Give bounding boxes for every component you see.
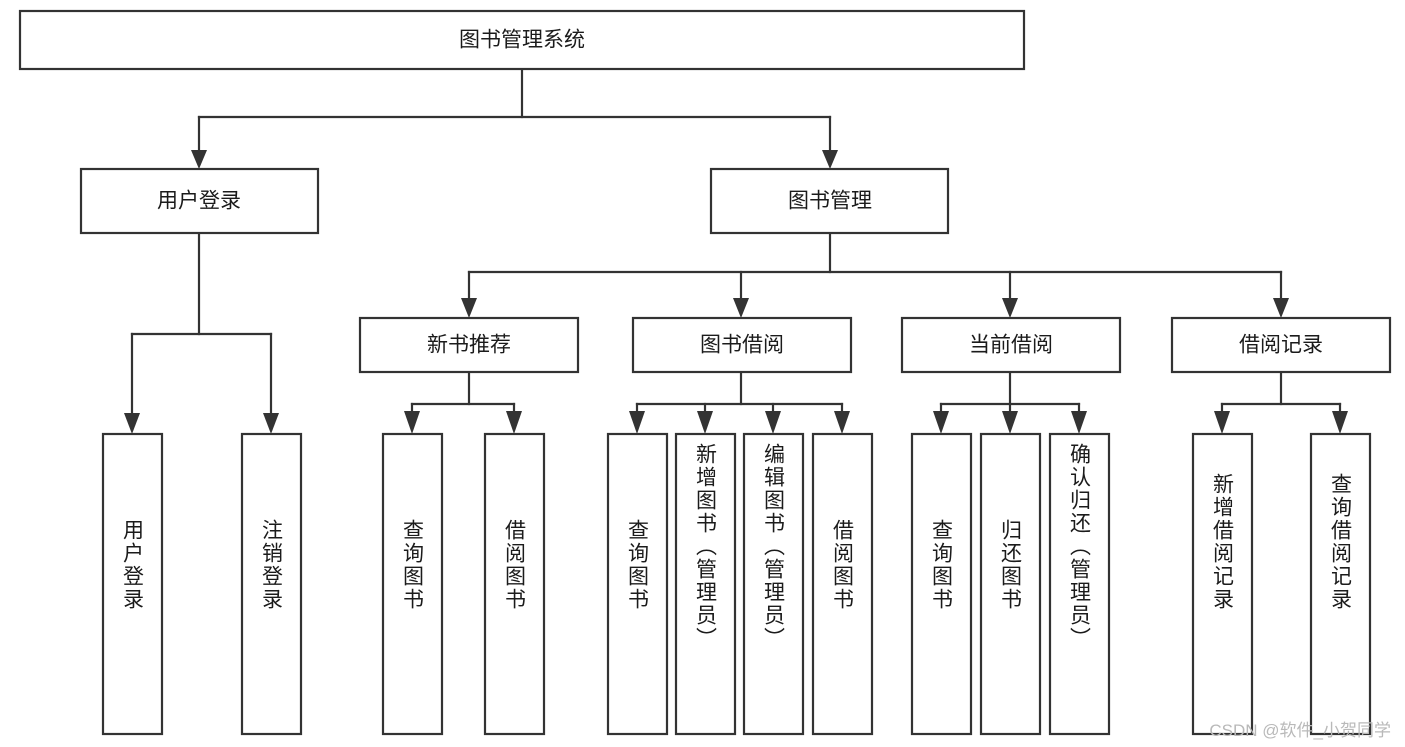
node-user-login[interactable] [79, 167, 320, 235]
node-leaf-borrow-book-a[interactable] [483, 432, 546, 736]
arrow-head-leaf3 [506, 411, 522, 434]
arrow-head-leaf10 [1071, 411, 1087, 434]
node-book-borrow-label: 图书借阅 [700, 334, 784, 357]
arrow-head-leaf5 [697, 411, 713, 434]
node-book-management[interactable] [709, 167, 950, 235]
csdn-watermark: CSDN @软件_小贺同学 [1209, 721, 1391, 740]
node-current-borrow[interactable] [900, 316, 1122, 374]
arrow-head-leaf2 [404, 411, 420, 434]
node-root-label: 图书管理系统 [459, 29, 585, 52]
arrow-head-user-login [191, 150, 207, 169]
node-leaf-return-book[interactable] [979, 432, 1042, 736]
arrow-head-leaf6 [765, 411, 781, 434]
arrow-head-leaf0 [124, 413, 140, 434]
node-layer: 图书管理系统 用户登录 图书管理 新书推荐 图书借阅 当前借阅 借阅记录 [18, 9, 1392, 736]
node-leaf-logout[interactable] [240, 432, 303, 736]
arrow-head-leaf12 [1332, 411, 1348, 434]
arrow-head-leaf11 [1214, 411, 1230, 434]
node-leaf-edit-book[interactable] [742, 432, 805, 736]
node-book-borrow[interactable] [631, 316, 853, 374]
node-leaf-borrow-book-b[interactable] [811, 432, 874, 736]
arrow-head-leaf9 [1002, 411, 1018, 434]
node-leaf-add-book[interactable] [674, 432, 737, 736]
node-book-management-label: 图书管理 [788, 190, 872, 213]
node-leaf-user-login[interactable] [101, 432, 164, 736]
node-leaf-confirm-return[interactable] [1048, 432, 1111, 736]
arrow-head-l2-2 [1002, 298, 1018, 318]
arrow-head-leaf1 [263, 413, 279, 434]
node-leaf-query-book-a[interactable] [381, 432, 444, 736]
node-new-book-recommend-label: 新书推荐 [427, 334, 511, 357]
node-root[interactable] [18, 9, 1026, 71]
arrow-head-l2-0 [461, 298, 477, 318]
node-leaf-query-book-c[interactable] [910, 432, 973, 736]
arrow-head-book-mgmt [822, 150, 838, 169]
arrow-head-leaf4 [629, 411, 645, 434]
arrow-head-l2-3 [1273, 298, 1289, 318]
node-borrow-record-label: 借阅记录 [1239, 334, 1323, 357]
node-current-borrow-label: 当前借阅 [969, 334, 1053, 357]
node-new-book-recommend[interactable] [358, 316, 580, 374]
node-leaf-add-record[interactable] [1191, 432, 1254, 736]
node-leaf-query-record[interactable] [1309, 432, 1372, 736]
connector-layer [124, 67, 1348, 434]
node-leaf-query-book-b[interactable] [606, 432, 669, 736]
node-user-login-label: 用户登录 [157, 190, 241, 213]
arrow-head-l2-1 [733, 298, 749, 318]
arrow-head-leaf8 [933, 411, 949, 434]
arrow-head-leaf7 [834, 411, 850, 434]
node-borrow-record[interactable] [1170, 316, 1392, 374]
